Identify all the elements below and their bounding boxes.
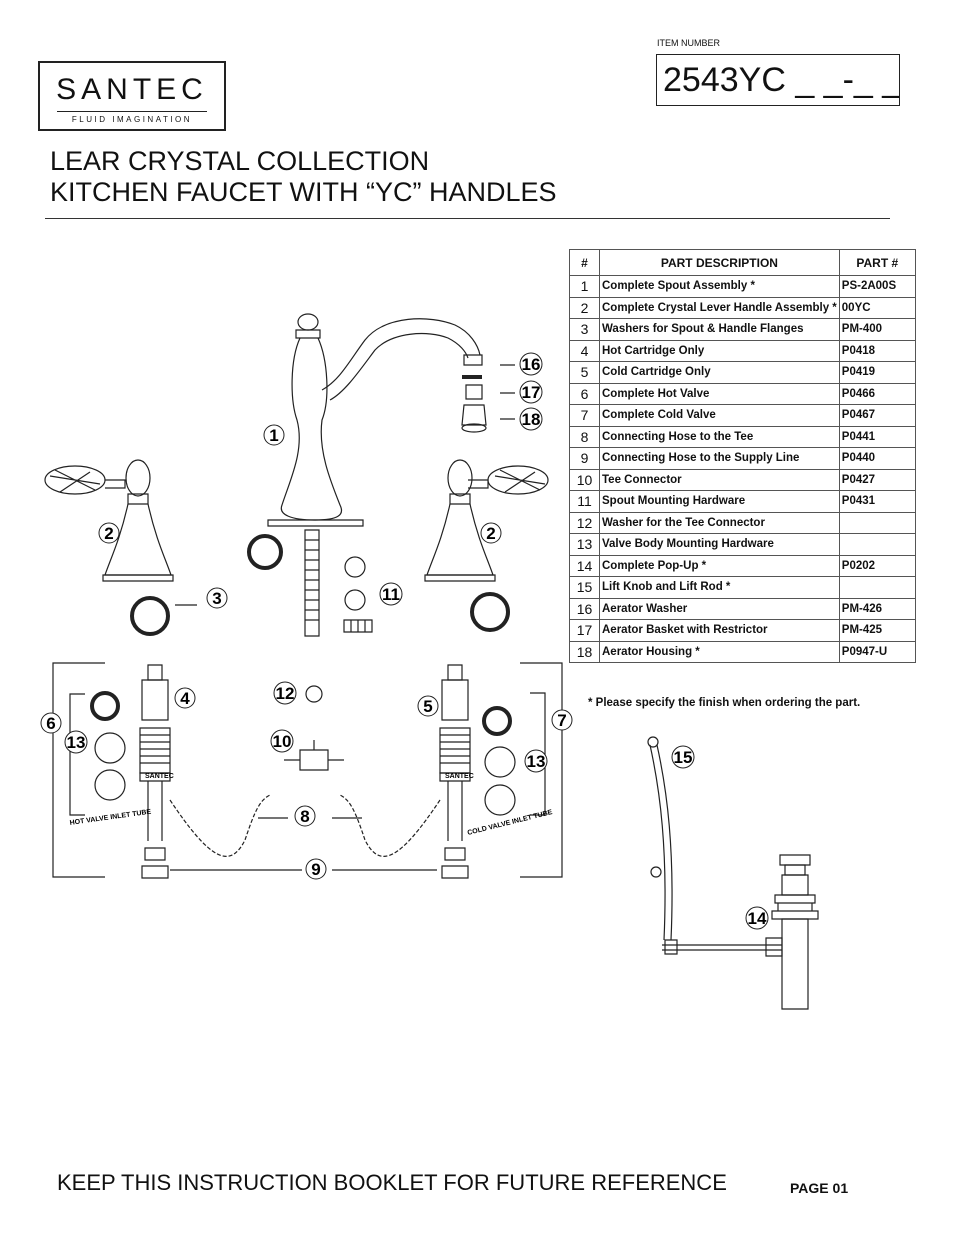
callout-14: 14 (745, 906, 769, 930)
callout-6: 6 (40, 712, 62, 734)
callout-15: 15 (671, 745, 695, 769)
hot-valve-drawing (139, 664, 171, 879)
cold-valve-brand: SANTEC (445, 773, 474, 780)
svg-text:13: 13 (527, 752, 546, 771)
callout-leaders (170, 364, 515, 871)
svg-text:12: 12 (276, 684, 295, 703)
callout-12: 12 (273, 681, 297, 705)
callout-13-right: 13 (524, 749, 548, 773)
svg-text:1: 1 (269, 426, 278, 445)
faucet-drawing (44, 313, 819, 1010)
brand-tagline: FLUID IMAGINATION (71, 115, 193, 124)
callout-1: 1 (263, 424, 285, 446)
svg-text:14: 14 (748, 909, 767, 928)
logo-divider (57, 111, 207, 112)
callout-7: 7 (551, 709, 573, 731)
cold-tube-label: COLD VALVE INLET TUBE (467, 809, 554, 837)
spout-drawing (267, 313, 483, 637)
left-flange-washer-drawing (130, 596, 170, 636)
title-divider (45, 218, 890, 219)
svg-text:7: 7 (557, 711, 566, 730)
col-header-num: # (569, 249, 600, 276)
callout-5: 5 (417, 695, 439, 717)
svg-text:2: 2 (486, 524, 495, 543)
col-header-part: PART # (838, 249, 916, 276)
callout-18: 18 (519, 407, 543, 431)
callout-4: 4 (174, 687, 196, 709)
callout-3: 3 (206, 587, 228, 609)
aerator-parts-drawing (461, 375, 487, 433)
hot-valve-brand: SANTEC (145, 773, 174, 780)
page-number: PAGE 01 (790, 1180, 849, 1196)
hot-tube-label: HOT VALVE INLET TUBE (69, 809, 152, 827)
spout-mounting-hardware-drawing (343, 556, 373, 633)
lift-rod-drawing (647, 736, 673, 941)
spout-washer-drawing (247, 534, 283, 570)
svg-text:13: 13 (67, 733, 86, 752)
svg-text:18: 18 (522, 410, 541, 429)
svg-text:3: 3 (212, 589, 221, 608)
footer-instruction: KEEP THIS INSTRUCTION BOOKLET FOR FUTURE… (57, 1170, 727, 1195)
callout-9: 9 (305, 858, 327, 880)
cold-valve-drawing (439, 664, 471, 879)
valve-group-frames (52, 662, 563, 878)
brand-logo: SANTEC FLUID IMAGINATION (38, 61, 226, 131)
svg-text:15: 15 (674, 748, 693, 767)
product-title: KITCHEN FAUCET WITH “YC” HANDLES (50, 177, 557, 207)
tee-connector-drawing (284, 685, 344, 771)
svg-text:11: 11 (382, 585, 400, 604)
left-handle-drawing (44, 459, 174, 582)
right-handle-drawing (424, 459, 549, 582)
svg-text:2: 2 (104, 524, 113, 543)
callout-10: 10 (270, 729, 294, 753)
callout-markers: 1 2 2 3 4 5 6 7 8 9 10 11 12 13 13 14 15… (40, 352, 769, 930)
svg-text:10: 10 (273, 732, 292, 751)
callout-2-left: 2 (98, 522, 120, 544)
svg-text:9: 9 (311, 860, 320, 879)
svg-text:6: 6 (46, 714, 55, 733)
svg-text:5: 5 (423, 697, 432, 716)
col-header-description: PART DESCRIPTION (599, 249, 840, 276)
callout-11: 11 (379, 582, 403, 606)
svg-text:4: 4 (180, 689, 190, 708)
callout-17: 17 (519, 380, 543, 404)
finish-note: * Please specify the finish when orderin… (588, 697, 861, 709)
right-flange-washer-drawing (470, 592, 510, 632)
svg-text:8: 8 (300, 807, 309, 826)
brand-name: SANTEC (56, 73, 208, 106)
pop-up-drain-drawing (662, 854, 819, 1010)
item-number-value: 2543YC _ _-_ _ (656, 54, 900, 106)
svg-text:16: 16 (522, 355, 541, 374)
svg-text:17: 17 (522, 383, 541, 402)
callout-16: 16 (519, 352, 543, 376)
tube-labels: HOT VALVE INLET TUBE COLD VALVE INLET TU… (69, 773, 553, 837)
parts-table-header: # PART DESCRIPTION PART # (569, 249, 916, 276)
item-number-label: ITEM NUMBER (657, 38, 720, 48)
callout-2-right: 2 (480, 522, 502, 544)
callout-13-left: 13 (64, 730, 88, 754)
callout-8: 8 (294, 805, 316, 827)
collection-title: LEAR CRYSTAL COLLECTION (50, 146, 430, 176)
hoses-drawing (169, 794, 441, 857)
